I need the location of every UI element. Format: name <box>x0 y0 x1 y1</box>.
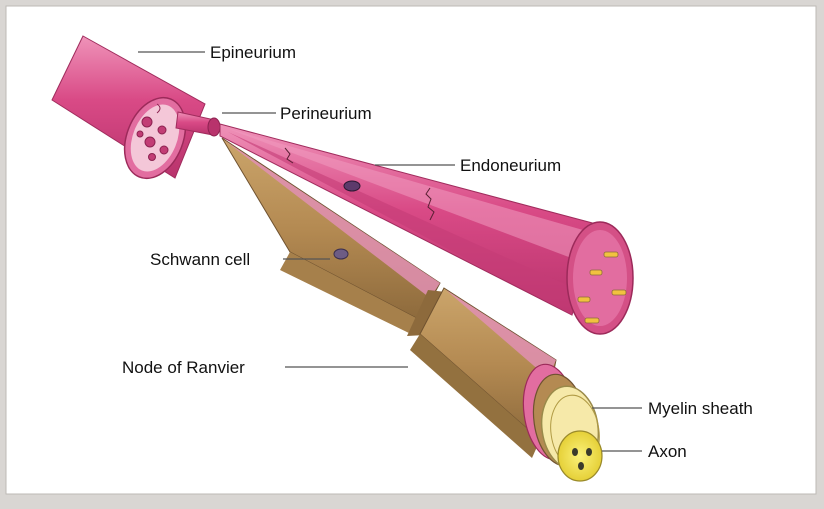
label-schwann-cell: Schwann cell <box>150 250 250 269</box>
axon-core <box>558 431 602 481</box>
label-myelin-sheath: Myelin sheath <box>648 399 753 418</box>
label-axon: Axon <box>648 442 687 461</box>
label-perineurium: Perineurium <box>280 104 372 123</box>
label-endoneurium: Endoneurium <box>460 156 561 175</box>
schwann-cell-nucleus <box>334 249 348 259</box>
label-epineurium: Epineurium <box>210 43 296 62</box>
label-node-of-ranvier: Node of Ranvier <box>122 358 245 377</box>
